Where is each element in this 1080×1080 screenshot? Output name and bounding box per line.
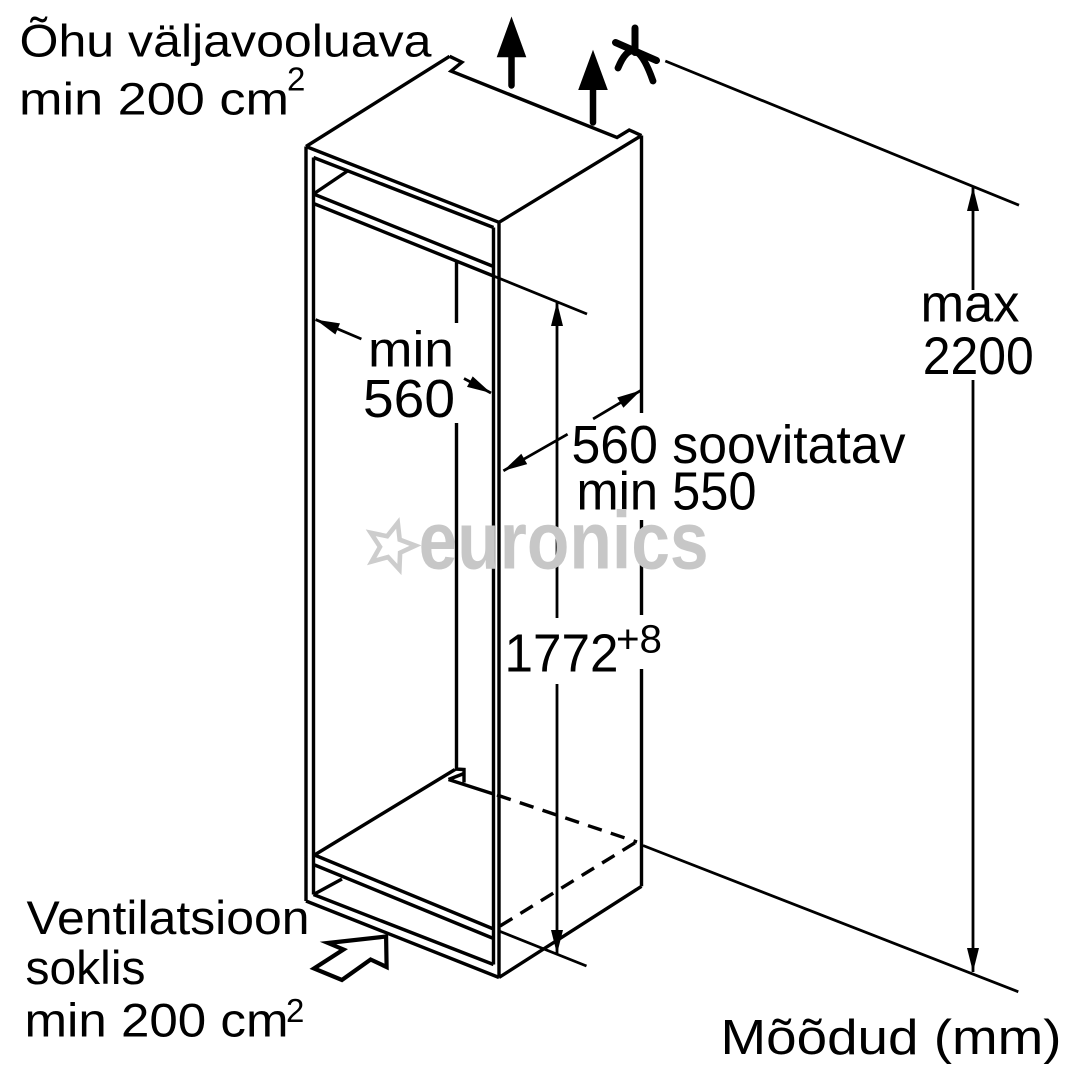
svg-text:+8: +8 (616, 618, 662, 662)
svg-text:min: min (368, 322, 454, 378)
svg-text:2: 2 (287, 61, 305, 98)
svg-text:max: max (921, 274, 1020, 333)
svg-text:min 200 cm: min 200 cm (25, 994, 289, 1047)
svg-text:Ventilatsioon: Ventilatsioon (27, 891, 310, 944)
svg-text:2: 2 (286, 992, 304, 1029)
svg-text:min 550: min 550 (577, 462, 757, 522)
svg-text:soklis: soklis (26, 941, 146, 994)
svg-text:2200: 2200 (923, 327, 1034, 386)
svg-text:Mõõdud (mm): Mõõdud (mm) (721, 1011, 1062, 1065)
svg-text:560: 560 (363, 369, 455, 429)
svg-text:1772: 1772 (505, 624, 619, 684)
svg-text:min 200 cm: min 200 cm (19, 74, 289, 125)
svg-text:560 soovitatav: 560 soovitatav (572, 415, 906, 475)
svg-text:Õhu väljavooluava: Õhu väljavooluava (20, 16, 433, 67)
svg-text:euronics: euronics (419, 496, 709, 587)
